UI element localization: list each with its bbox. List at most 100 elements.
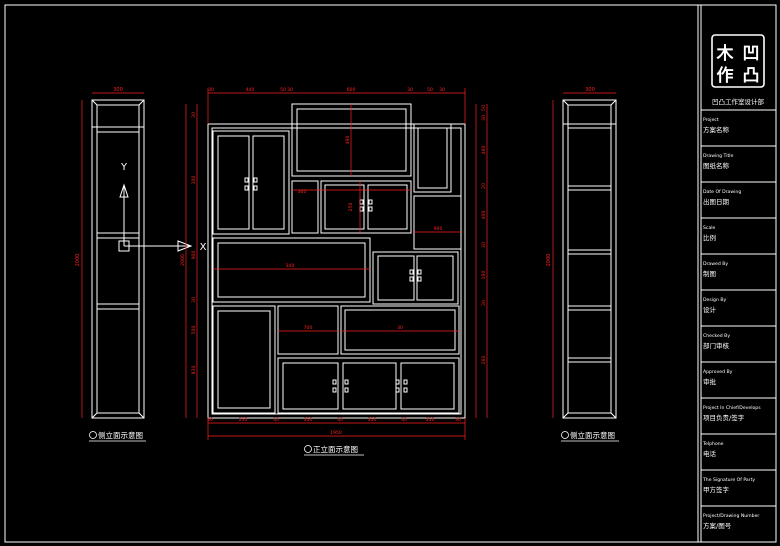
dimension-text: 30	[191, 297, 197, 303]
door-panel	[282, 362, 339, 410]
side-bevel	[138, 99, 145, 106]
door-panel	[377, 255, 415, 301]
dimension-text: 260	[481, 356, 487, 365]
door-handle	[244, 185, 249, 191]
door-handle	[395, 379, 400, 385]
door-panel	[400, 362, 455, 410]
title-row-label: Project/Drawing Number	[703, 513, 759, 519]
title-row: Drawing Title 图纸名称	[701, 153, 776, 183]
view-label-marker	[304, 445, 312, 453]
right-side-dimensions	[552, 92, 616, 418]
dimension-text: 30	[481, 115, 487, 121]
cabinet-inner	[211, 127, 462, 415]
open-niche	[413, 195, 462, 250]
side-bevel	[610, 99, 617, 106]
dimension-text: 50	[481, 105, 487, 111]
side-bevel	[562, 99, 569, 106]
dimension-text: 20	[481, 183, 487, 189]
title-row-label: Telphone	[702, 441, 724, 447]
dimension-text: 350	[426, 417, 435, 423]
door-handle	[417, 269, 422, 275]
dimension-text: 30	[455, 417, 461, 423]
side-outer	[91, 99, 145, 419]
open-niche-inner	[344, 309, 456, 351]
ucs-x-arrow	[177, 240, 193, 252]
title-row-value: 审批	[703, 377, 717, 386]
dimension-text: 30	[273, 417, 279, 423]
title-row-value: 图纸名称	[703, 161, 730, 170]
right-width-dim: 300	[585, 87, 595, 93]
dimension-text: 30	[481, 242, 487, 248]
side-inner	[567, 104, 612, 414]
right-height-dim: 2000	[546, 254, 552, 267]
title-row-value: 项目负责/签字	[703, 413, 745, 422]
side-panel	[96, 131, 140, 234]
view-label-text: 侧立面示意图	[570, 430, 615, 440]
open-niche	[212, 237, 371, 303]
side-panel	[96, 237, 140, 305]
right-side-elevation	[562, 99, 617, 419]
title-row-value: 方案/图号	[703, 521, 732, 530]
door-handle	[368, 199, 373, 205]
dimension-text: 30	[407, 87, 413, 93]
open-niche	[291, 180, 319, 234]
dimension-text: 460	[481, 146, 487, 155]
title-row-label: Project	[703, 117, 719, 123]
ucs-y-label: Y	[120, 162, 128, 173]
side-panel	[567, 309, 612, 359]
dimension-text: 30	[439, 87, 445, 93]
door-handle	[409, 276, 414, 282]
title-row-label: Scale	[703, 225, 716, 231]
side-bevel	[138, 412, 145, 419]
front-view-label: 正立面示意图	[304, 444, 364, 456]
side-bevel	[91, 412, 98, 419]
title-row-value: 方案名称	[703, 125, 730, 134]
door-frame	[413, 123, 452, 193]
left-width-dim: 300	[113, 87, 123, 93]
side-panel	[96, 308, 140, 414]
logo-char: 作	[717, 65, 734, 86]
door-handle	[253, 185, 258, 191]
dimension-text: 600	[347, 87, 356, 93]
title-row-label: Drawed By	[703, 261, 728, 267]
side-panel	[567, 253, 612, 307]
dimension-text: 300	[298, 189, 307, 195]
title-row-value: 设计	[703, 305, 717, 314]
dimension-text: 2000	[180, 254, 186, 266]
door-handle	[409, 269, 414, 275]
side-bevel	[610, 412, 617, 419]
left-height-dim: 2000	[75, 254, 81, 267]
title-row-value: 出图日期	[703, 197, 730, 206]
left-view-label: 侧立面示意图	[89, 430, 146, 442]
logo-char: 凸	[743, 66, 760, 86]
side-inner	[96, 104, 140, 414]
view-label-marker	[561, 431, 569, 439]
dimension-text: 250	[348, 203, 354, 212]
dimension-text: 30	[207, 417, 213, 423]
title-row-label: Drawing Title	[703, 153, 734, 159]
right-view-label: 侧立面示意图	[561, 430, 619, 442]
door-handle	[368, 206, 373, 212]
dimension-text: 350	[368, 417, 377, 423]
left-side-elevation	[91, 99, 145, 419]
door-handle	[344, 379, 349, 385]
dimension-text: 440	[246, 87, 255, 93]
door-handle	[332, 379, 337, 385]
dimension-text: 1950	[330, 430, 342, 436]
door-panel	[342, 362, 397, 410]
door-handle	[244, 177, 249, 183]
logo-char: 木	[716, 43, 735, 64]
door-frame	[320, 180, 412, 234]
title-row-label: Checked By	[703, 333, 730, 339]
studio-name: 凹凸工作室设计部	[712, 97, 765, 106]
front-dimension-lines	[185, 88, 488, 440]
